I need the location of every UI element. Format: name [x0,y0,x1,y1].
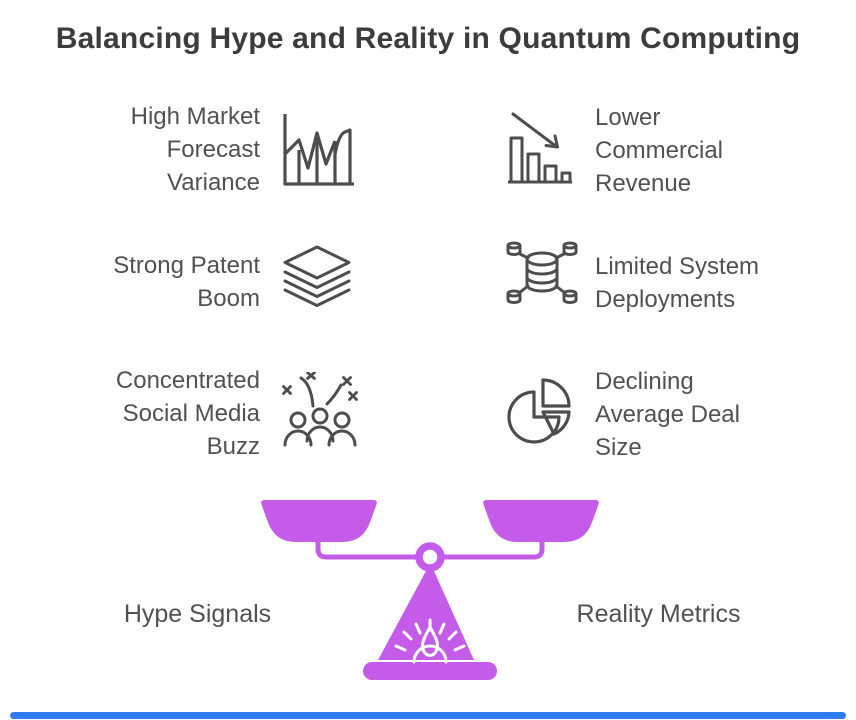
left-scale-pan [261,500,377,542]
social-buzz-icon [282,372,358,447]
pivot-ring [415,542,445,572]
reality-item-1-label: Lower Commercial Revenue [595,104,724,197]
reality-item-3-label: Declining Average Deal Size [595,368,740,461]
scale-base [363,662,497,680]
balance-scale [261,500,599,680]
hype-item-2-label: Strong Patent Boom [113,252,260,312]
variance-chart-icon [283,114,354,186]
declining-bar-chart-icon [508,112,572,184]
hype-column-label: Hype Signals [123,600,272,628]
patent-stack-icon [283,245,351,307]
reality-item-2-label: Limited System Deployments [595,253,760,313]
left-scale-arm [315,540,416,560]
hype-item-1-label: High Market Forecast Variance [130,103,260,196]
footer-accent-bar [10,712,846,719]
right-scale-arm [444,540,545,560]
reality-column-label: Reality Metrics [576,600,741,628]
distributed-database-icon [506,241,578,304]
pie-chart-icon [507,378,571,444]
alarm-rays [394,618,466,652]
page-title: Balancing Hype and Reality in Quantum Co… [55,22,801,55]
alarm-light-icon [394,618,466,664]
right-scale-pan [483,500,599,542]
hype-item-3-label: Concentrated Social Media Buzz [115,367,260,460]
